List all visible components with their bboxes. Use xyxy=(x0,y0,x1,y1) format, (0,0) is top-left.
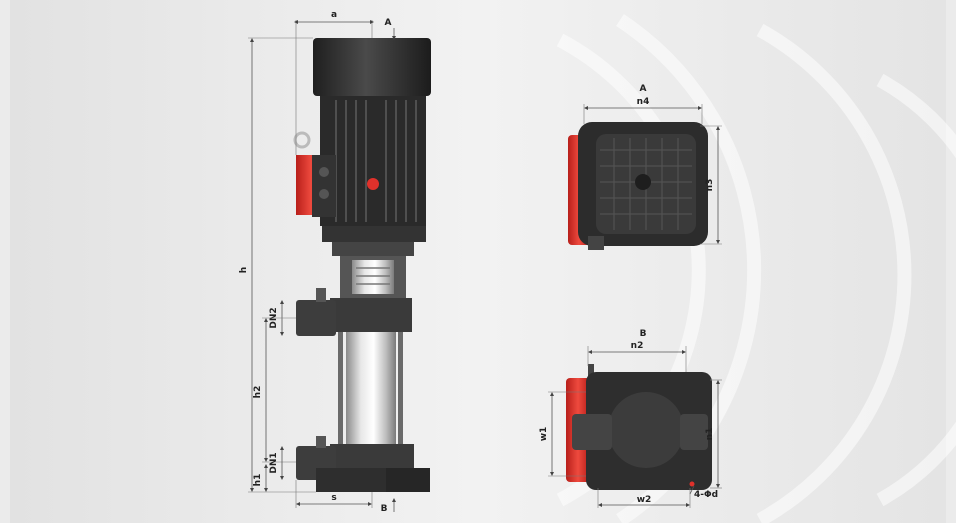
label-dim-w1: w1 xyxy=(539,427,549,442)
cable-gland-icon xyxy=(319,189,329,199)
stainless-sleeve xyxy=(346,332,396,444)
fan-hub-icon xyxy=(635,174,651,190)
motor-fins xyxy=(335,100,417,222)
label-dim-holes: 4-Φd xyxy=(694,490,718,500)
coupling-slots xyxy=(356,267,390,285)
pump-head xyxy=(330,298,412,332)
label-dim-n2: n2 xyxy=(631,341,644,351)
motor-fan-cover xyxy=(313,38,431,96)
label-dim-n4: n4 xyxy=(637,97,650,107)
label-marker-b: B xyxy=(381,504,388,514)
coupling-housing-top xyxy=(332,242,414,256)
front-view-dimensions: a A h DN2 h2 DN1 h1 s B xyxy=(239,10,396,514)
label-dim-dn1: DN1 xyxy=(269,452,279,473)
background-panel xyxy=(10,0,946,523)
outlet-flange-top xyxy=(680,414,708,450)
top-view-a xyxy=(568,122,708,250)
label-dim-w2: w2 xyxy=(637,495,652,505)
drain-plug xyxy=(316,436,326,448)
brand-logo-icon xyxy=(367,178,379,190)
label-dim-h1: h1 xyxy=(253,474,263,487)
mounting-hole-icon xyxy=(689,481,695,487)
label-dim-n3: n3 xyxy=(705,179,715,192)
cable-gland-icon xyxy=(319,167,329,177)
motor-flange xyxy=(322,226,426,242)
outlet-flange-dn2 xyxy=(296,300,336,336)
label-dim-n1: n1 xyxy=(705,428,715,441)
base-foot xyxy=(386,468,430,492)
label-dim-a: a xyxy=(331,10,337,20)
inlet-flange-top xyxy=(572,414,612,450)
label-view-b-title: B xyxy=(640,329,647,339)
tie-rod-left xyxy=(338,332,343,444)
label-dim-s: s xyxy=(331,493,336,503)
top-view-b xyxy=(566,364,712,490)
pump-base xyxy=(330,444,414,468)
top-view-b-dimensions: B n2 w1 n1 w2 4-Φd xyxy=(539,329,722,508)
top-view-a-dimensions: A n4 n3 xyxy=(583,84,722,245)
motor-body xyxy=(320,96,426,226)
terminal-box-cover xyxy=(312,155,336,217)
front-view-pump xyxy=(293,38,431,492)
cable-gland-top xyxy=(588,236,604,250)
label-marker-a: A xyxy=(385,18,392,28)
coupling-window xyxy=(352,260,394,294)
label-dim-h: h xyxy=(239,267,249,273)
lifting-eye-icon xyxy=(293,131,311,149)
tie-rod-right xyxy=(398,332,403,444)
pump-barrel-top xyxy=(608,392,684,468)
air-vent-plug xyxy=(316,288,326,302)
label-dim-h2: h2 xyxy=(253,386,263,399)
label-view-a-title: A xyxy=(640,84,647,94)
